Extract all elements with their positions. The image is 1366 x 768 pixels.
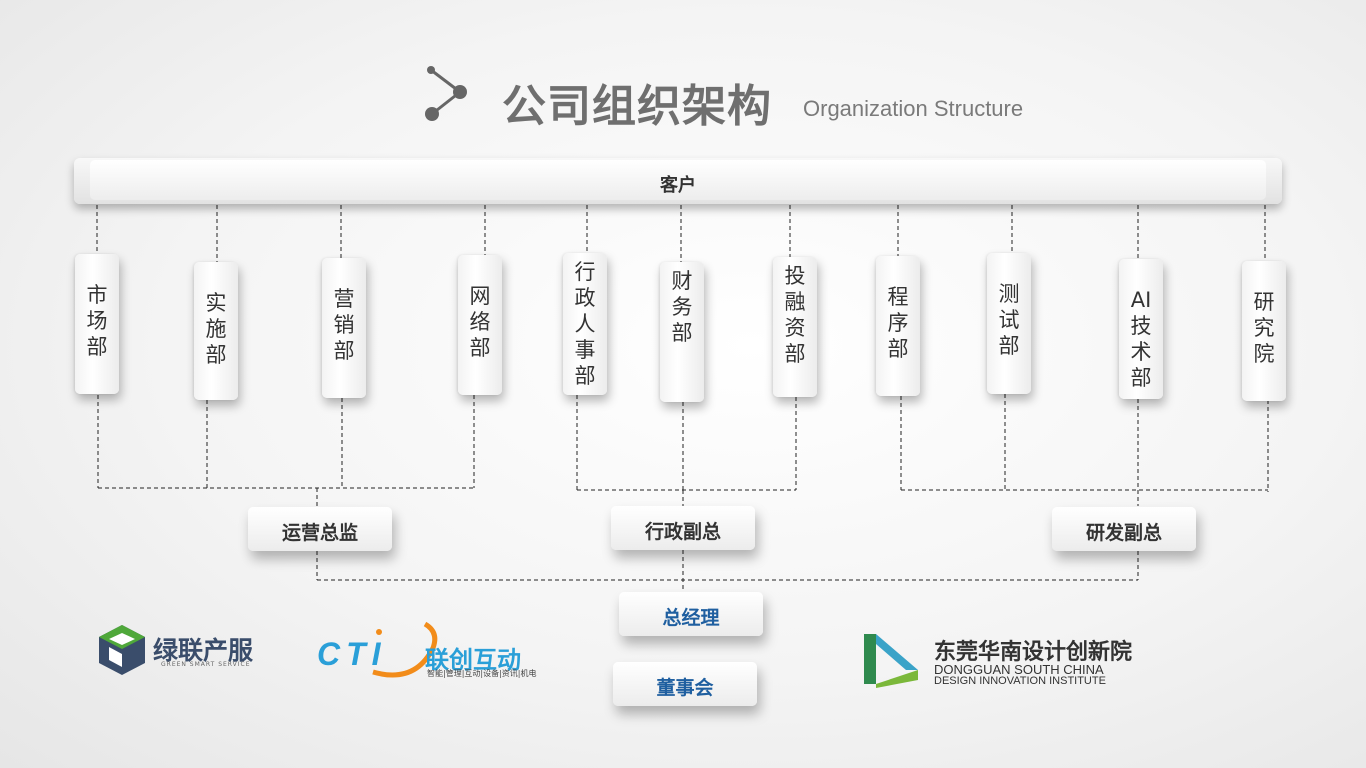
dept-label: 程序部 [887,285,909,361]
cti-logo: CTI 联创互动 智能|管理|互动|设备|资讯|机电 [315,618,536,680]
dept-sales: 营销部 [322,258,366,398]
customer-bar-inner: 客户 [90,160,1266,200]
customer-bar: 客户 [74,158,1282,204]
share-nodes-icon [425,66,467,121]
cube-logo-icon [99,625,145,675]
cti-name: 联创互动 [425,646,521,674]
dept-admin-hr: 行政人事部 [563,253,607,395]
dongguan-en1: DONGGUAN SOUTH CHINA [934,662,1104,677]
lvlian-logo: 绿联产服 GREEN SMART SERVICE [95,623,260,679]
dept-testing: 测试部 [987,253,1031,394]
page-subtitle: Organization Structure [803,96,1024,121]
dept-research: 研究院 [1242,261,1286,401]
dept-label: 行政人事部 [574,260,596,388]
dept-label: 测试部 [998,282,1020,358]
cti-tagline: 智能|管理|互动|设备|资讯|机电 [427,669,537,678]
dept-label: 研究院 [1253,290,1275,366]
dongguan-en2: DESIGN INNOVATION INSTITUTE [934,675,1106,687]
dept-implementation: 实施部 [194,262,238,400]
board-box: 董事会 [613,662,757,706]
dept-investment: 投融资部 [773,257,817,397]
ops-director-box: 运营总监 [248,507,392,551]
rd-vp-box: 研发副总 [1052,507,1196,551]
dept-label: 网络部 [469,284,491,360]
cti-swoosh-icon [372,621,438,678]
triangle-logo-icon [864,634,918,688]
dongguan-name: 东莞华南设计创新院 [934,640,1133,665]
dept-label: 投融资部 [784,264,806,366]
lvlian-tagline: GREEN SMART SERVICE [161,661,251,668]
dept-programming: 程序部 [876,256,920,396]
dongguan-logo: 东莞华南设计创新院 DONGGUAN SOUTH CHINA DESIGN IN… [858,630,1148,690]
dept-label: 营销部 [333,287,355,363]
lvlian-name: 绿联产服 [153,636,254,665]
rd-vp-label: 研发副总 [1085,522,1162,544]
dept-marketing: 市场部 [75,254,119,394]
board-label: 董事会 [656,677,714,699]
gm-label: 总经理 [662,607,720,629]
admin-vp-box: 行政副总 [611,506,755,550]
customer-label: 客户 [660,175,696,196]
dept-label: 财务部 [671,269,693,345]
ops-director-label: 运营总监 [281,522,358,544]
dept-label: 市场部 [86,283,108,359]
admin-vp-label: 行政副总 [644,521,721,543]
dept-ai-tech: AI技术部 [1119,259,1163,399]
dept-label: AI技术部 [1130,288,1152,390]
cti-mark: CTI [317,636,387,672]
dept-finance: 财务部 [660,262,704,402]
page-title: 公司组织架构 [502,81,772,132]
dept-network: 网络部 [458,255,502,395]
gm-box: 总经理 [619,592,763,636]
dept-label: 实施部 [205,291,227,367]
